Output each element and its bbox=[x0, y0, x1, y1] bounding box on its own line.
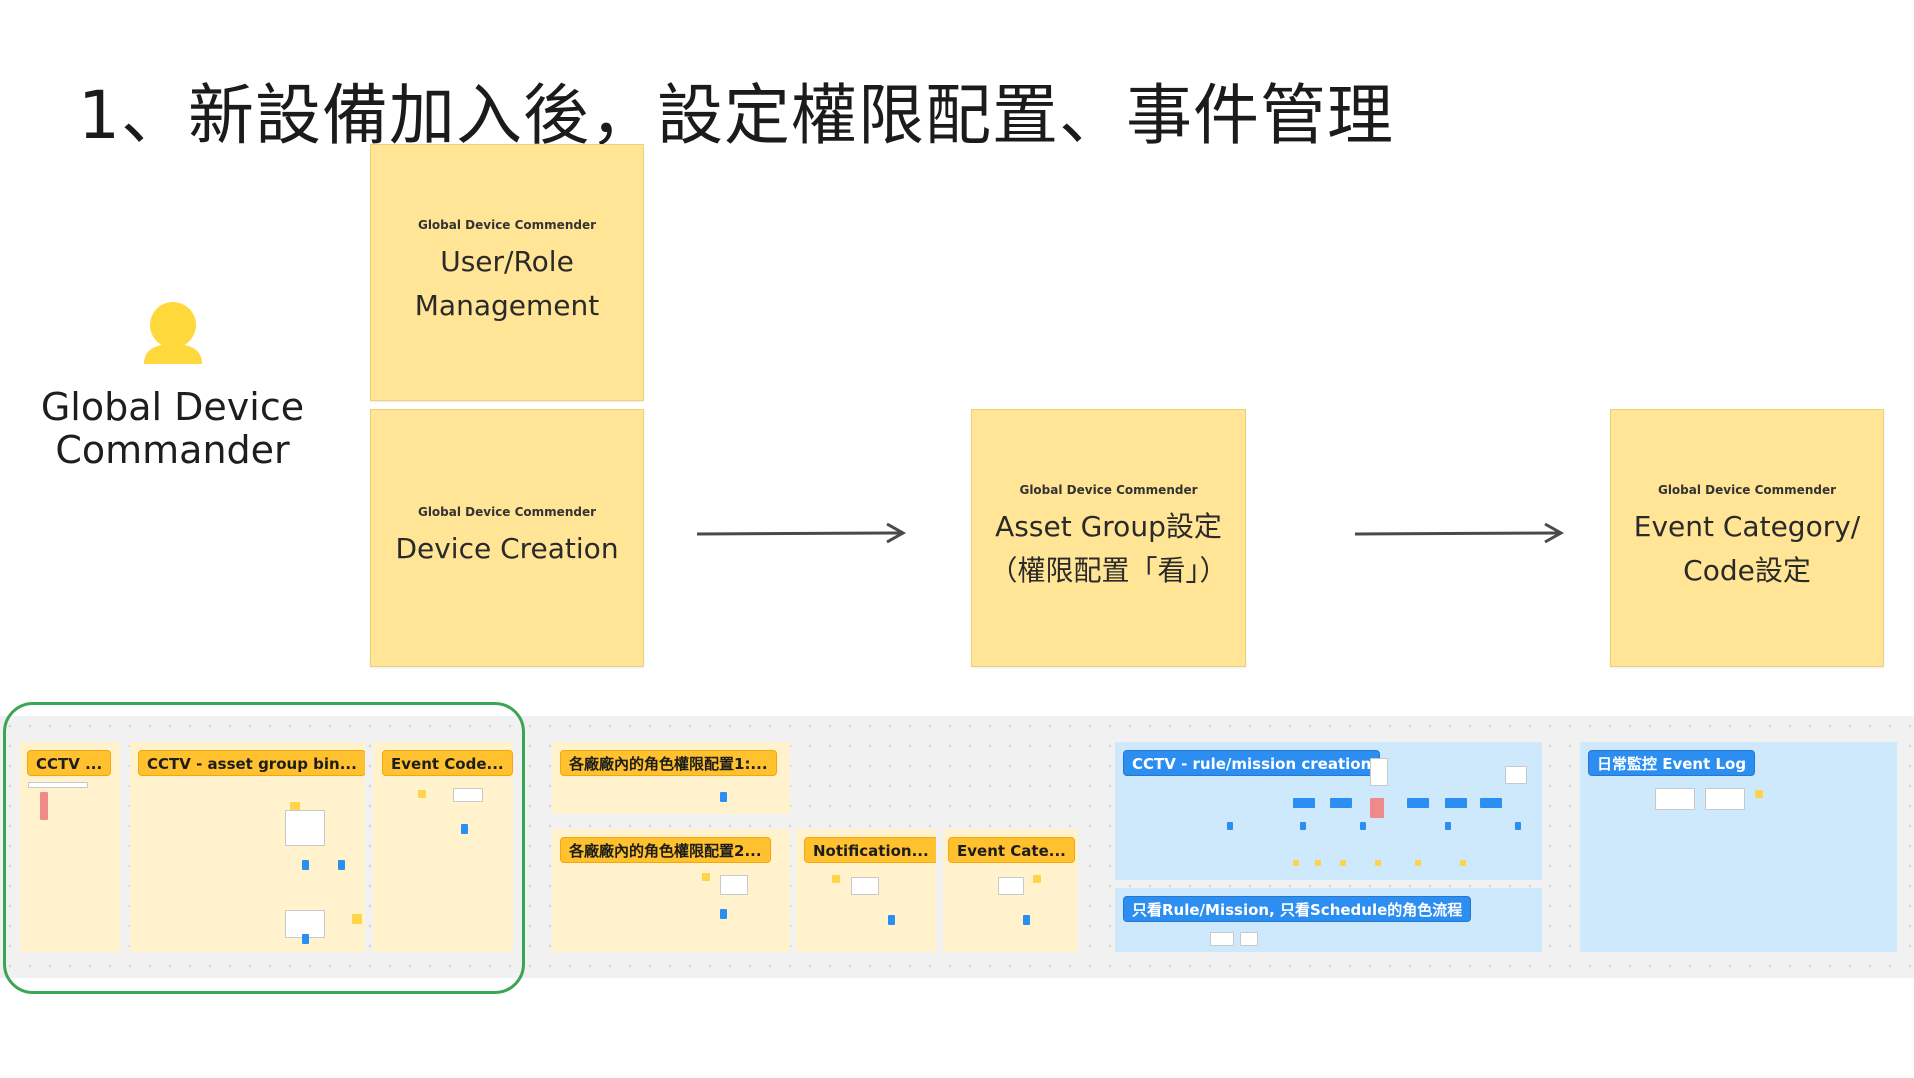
frame-title-event-log[interactable]: 日常監控 Event Log bbox=[1588, 750, 1756, 776]
mini-card bbox=[302, 860, 309, 870]
mini-card bbox=[720, 792, 727, 802]
frame-title-rule-schedule-role[interactable]: 只看Rule/Mission, 只看Schedule的角色流程 bbox=[1123, 896, 1472, 922]
sticky-event-category[interactable]: Global Device Commender Event Category/ … bbox=[1610, 409, 1884, 667]
mini-card bbox=[1407, 798, 1429, 808]
frame-title-event-code[interactable]: Event Code... bbox=[382, 750, 513, 776]
mini-card bbox=[1375, 860, 1381, 866]
frame-rule-schedule-role[interactable]: 只看Rule/Mission, 只看Schedule的角色流程 bbox=[1115, 888, 1542, 952]
person-icon bbox=[143, 302, 202, 364]
arrow-connector[interactable] bbox=[695, 518, 910, 548]
mini-card bbox=[702, 873, 710, 881]
board-canvas[interactable]: CCTV ... CCTV - asset group bin... Event… bbox=[0, 716, 1914, 978]
mini-card bbox=[338, 860, 345, 870]
mini-card bbox=[1315, 860, 1321, 866]
mini-card bbox=[1480, 798, 1502, 808]
mini-card bbox=[1505, 766, 1527, 784]
frame-role-permission-2[interactable]: 各廠廠內的角色權限配置2... bbox=[552, 829, 790, 952]
mini-card bbox=[998, 877, 1024, 895]
mini-card bbox=[832, 875, 840, 883]
mini-card bbox=[1370, 758, 1388, 786]
mini-card bbox=[1515, 822, 1521, 830]
frame-title-asset-group-binding[interactable]: CCTV - asset group bin... bbox=[138, 750, 365, 776]
frame-title-role-permission-1[interactable]: 各廠廠內的角色權限配置1:... bbox=[560, 750, 777, 776]
frame-title-rule-mission-creation[interactable]: CCTV - rule/mission creation bbox=[1123, 750, 1381, 776]
mini-card bbox=[1293, 860, 1299, 866]
actor-label: Global Device Commander bbox=[40, 385, 305, 472]
mini-card bbox=[1340, 860, 1346, 866]
mini-card bbox=[461, 824, 468, 834]
frame-title-event-category[interactable]: Event Cate... bbox=[948, 837, 1075, 863]
mini-card bbox=[1705, 788, 1745, 810]
mini-card bbox=[1655, 788, 1695, 810]
frame-title-cctv[interactable]: CCTV ... bbox=[27, 750, 112, 776]
mini-card bbox=[1330, 798, 1352, 808]
mini-card bbox=[1755, 790, 1763, 798]
mini-card bbox=[1300, 822, 1306, 830]
sticky-asset-group[interactable]: Global Device Commender Asset Group設定 （權… bbox=[971, 409, 1246, 667]
mini-card bbox=[285, 910, 325, 938]
mini-card bbox=[302, 934, 309, 944]
mini-card bbox=[1360, 822, 1366, 830]
frame-role-permission-1[interactable]: 各廠廠內的角色權限配置1:... bbox=[552, 742, 790, 814]
page-title: 1、新設備加入後，設定權限配置、事件管理 bbox=[78, 77, 1394, 154]
mini-card bbox=[1415, 860, 1421, 866]
mini-card bbox=[1227, 822, 1233, 830]
highlight-frame bbox=[3, 702, 525, 994]
frame-rule-mission-creation[interactable]: CCTV - rule/mission creation bbox=[1115, 742, 1542, 880]
mini-card bbox=[1033, 875, 1041, 883]
arrow-connector[interactable] bbox=[1353, 518, 1568, 548]
mini-card bbox=[290, 802, 300, 810]
frame-title-role-permission-2[interactable]: 各廠廠內的角色權限配置2... bbox=[560, 837, 771, 863]
mini-card bbox=[1293, 798, 1315, 808]
mini-card bbox=[285, 810, 325, 846]
mini-card bbox=[1210, 932, 1234, 946]
mini-card bbox=[1445, 822, 1451, 830]
mini-card bbox=[418, 790, 426, 798]
frame-notification[interactable]: Notification... bbox=[796, 829, 936, 952]
mini-card bbox=[1460, 860, 1466, 866]
frame-cctv[interactable]: CCTV ... bbox=[20, 742, 120, 952]
mini-card bbox=[28, 782, 88, 788]
frame-event-code[interactable]: Event Code... bbox=[373, 742, 513, 952]
frame-event-log[interactable]: 日常監控 Event Log bbox=[1580, 742, 1897, 952]
mini-card bbox=[1445, 798, 1467, 808]
mini-card bbox=[1240, 932, 1258, 946]
mini-card bbox=[720, 875, 748, 895]
mini-card bbox=[352, 914, 362, 924]
frame-title-notification[interactable]: Notification... bbox=[804, 837, 936, 863]
mini-card bbox=[851, 877, 879, 895]
frame-event-category[interactable]: Event Cate... bbox=[943, 829, 1078, 952]
mini-card bbox=[1023, 915, 1030, 925]
sticky-device-creation[interactable]: Global Device Commender Device Creation bbox=[370, 409, 644, 667]
actor bbox=[30, 300, 315, 370]
mini-card bbox=[720, 909, 727, 919]
mini-card bbox=[453, 788, 483, 802]
frame-asset-group-binding[interactable]: CCTV - asset group bin... bbox=[130, 742, 365, 952]
mini-card bbox=[888, 915, 895, 925]
mini-card bbox=[1370, 798, 1384, 818]
sticky-user-role-management[interactable]: Global Device Commender User/Role Manage… bbox=[370, 144, 644, 401]
mini-card bbox=[40, 792, 48, 820]
